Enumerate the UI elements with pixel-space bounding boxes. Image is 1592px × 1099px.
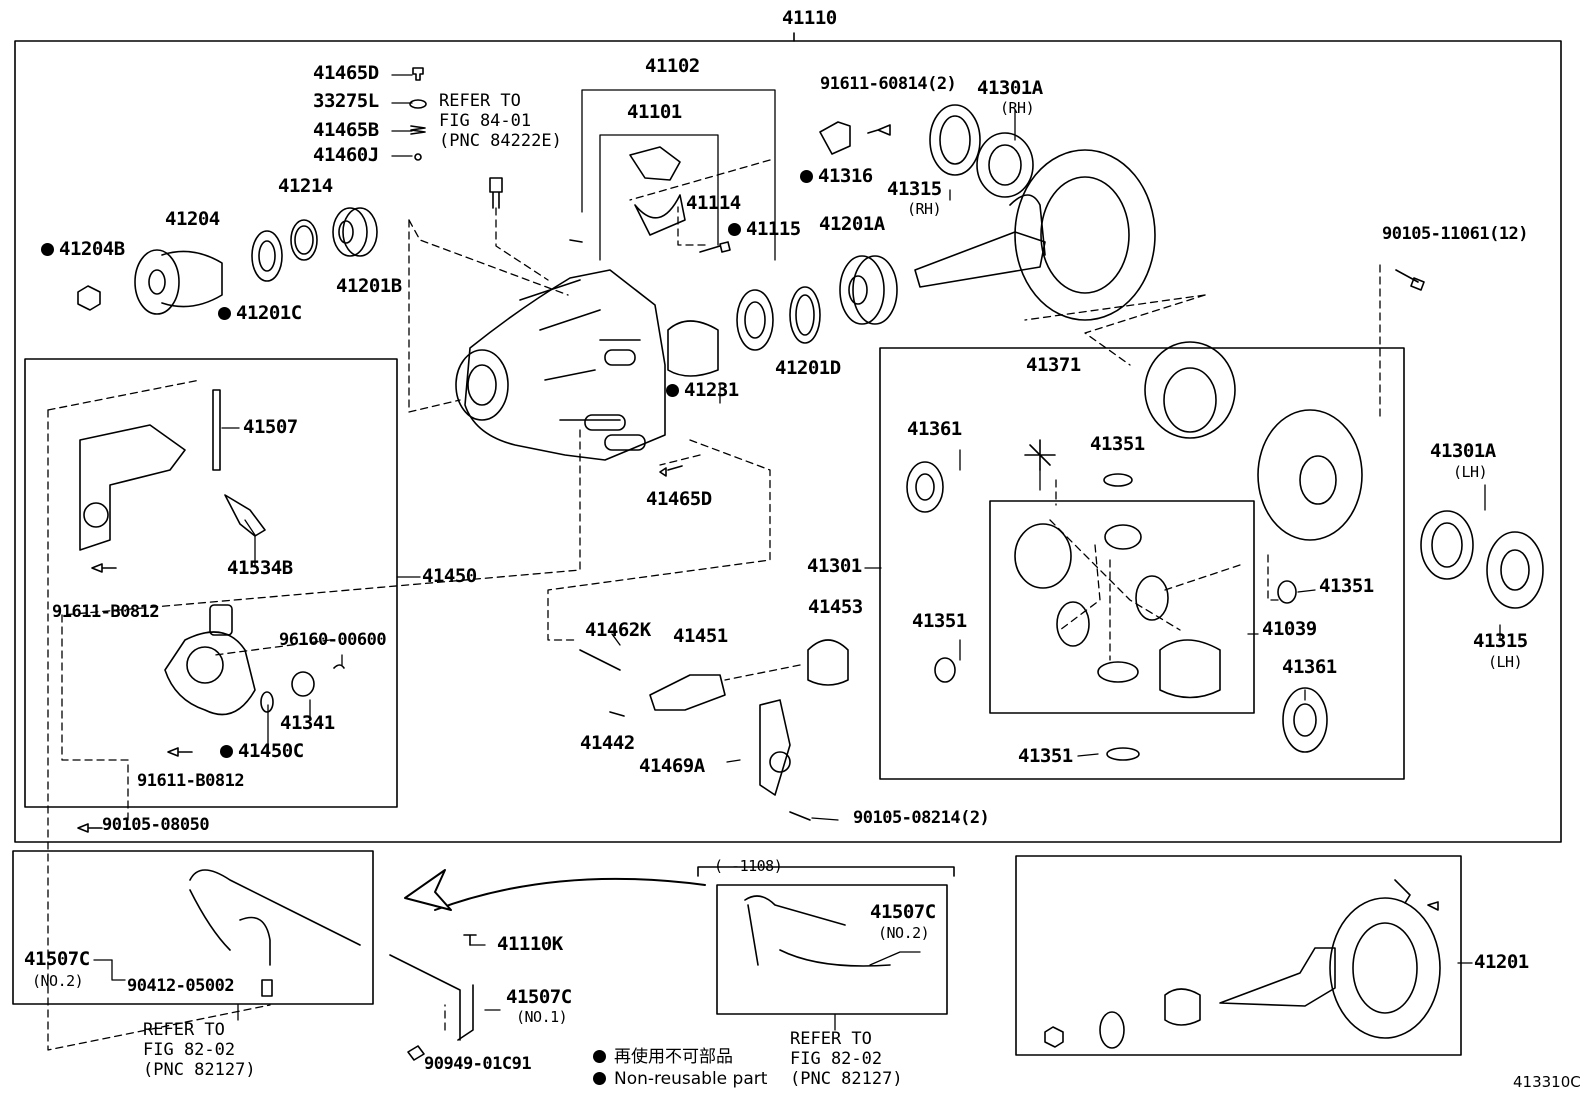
legend-jp-text: 再使用不可部品	[614, 1047, 733, 1067]
label-41214: 41214	[278, 175, 333, 197]
label-41102: 41102	[645, 55, 700, 77]
label-90105-08214: 90105-08214(2)	[853, 808, 990, 828]
label-41507C-b: 41507C	[506, 986, 572, 1008]
refer-fig-82-02-right: REFER TO FIG 82-02 (PNC 82127)	[790, 1029, 903, 1090]
legend-jp: 再使用不可部品	[593, 1042, 733, 1067]
label-41351-c: 41351	[1319, 575, 1374, 597]
label-no1: (NO.1)	[516, 1008, 568, 1026]
non-reusable-bullet-icon	[593, 1050, 606, 1063]
non-reusable-bullet-icon	[593, 1072, 606, 1085]
legend-en: Non-reusable part	[593, 1069, 767, 1089]
label-41114: 41114	[686, 192, 741, 214]
label-41315-lh: 41315	[1473, 630, 1528, 652]
label-41534B: 41534B	[227, 557, 293, 579]
solid-leaders	[93, 74, 1501, 1031]
label-41315-rh: 41315	[887, 178, 942, 200]
label-41451: 41451	[673, 625, 728, 647]
label-41301: 41301	[807, 555, 862, 577]
part-drawings	[77, 67, 1544, 1061]
label-41231: 41231	[666, 381, 739, 400]
label-91611-B0812-b: 91611-B0812	[137, 771, 245, 791]
assembly-number: 41110	[782, 7, 837, 29]
dashed-leaders	[47, 159, 1381, 1051]
breather-hose-old-frame	[716, 884, 948, 1015]
label-41361-a: 41361	[907, 418, 962, 440]
label-41341: 41341	[280, 712, 335, 734]
label-91611-60814: 91611-60814(2)	[820, 74, 957, 94]
label-41316: 41316	[800, 167, 873, 186]
label-rh-1: (RH)	[1000, 99, 1035, 117]
label-41204B: 41204B	[41, 240, 125, 259]
breather-hose-frame	[12, 850, 374, 1005]
label-range: ( -1108)	[714, 857, 783, 875]
label-41462K: 41462K	[585, 619, 651, 641]
label-41201B: 41201B	[336, 275, 402, 297]
label-41442: 41442	[580, 732, 635, 754]
label-41201A: 41201A	[819, 213, 885, 235]
label-41465B: 41465B	[313, 119, 379, 141]
main-assembly-frame	[14, 40, 1562, 843]
label-41301A-lh: 41301A	[1430, 440, 1496, 462]
refer-fig-82-02-left: REFER TO FIG 82-02 (PNC 82127)	[143, 1020, 256, 1081]
ring-pinion-set-frame	[1015, 855, 1462, 1056]
label-90949-01C91: 90949-01C91	[424, 1054, 532, 1074]
label-41201: 41201	[1474, 951, 1529, 973]
label-41201C: 41201C	[218, 304, 302, 323]
diagram-code: 413310C	[1513, 1073, 1581, 1091]
legend-en-text: Non-reusable part	[614, 1069, 768, 1089]
label-41361-b: 41361	[1282, 656, 1337, 678]
label-41110K: 41110K	[497, 933, 563, 955]
label-33275L: 33275L	[313, 90, 379, 112]
label-41465D: 41465D	[313, 62, 379, 84]
label-41450C: 41450C	[220, 742, 304, 761]
label-lh-2: (LH)	[1488, 653, 1523, 671]
label-90412-05002: 90412-05002	[127, 976, 235, 996]
label-41469A: 41469A	[639, 755, 705, 777]
label-41301A-rh: 41301A	[977, 77, 1043, 99]
label-41039: 41039	[1262, 618, 1317, 640]
label-96160-00600: 96160-00600	[279, 630, 387, 650]
label-41201D: 41201D	[775, 357, 841, 379]
pinion-gear-frame	[989, 500, 1255, 714]
label-41450: 41450	[422, 565, 477, 587]
differential-case-frame	[879, 347, 1405, 780]
label-91611-B0812-a: 91611-B0812	[52, 602, 160, 622]
label-41507: 41507	[243, 416, 298, 438]
label-41351-d: 41351	[1018, 745, 1073, 767]
label-41101: 41101	[627, 101, 682, 123]
label-41460J: 41460J	[313, 144, 379, 166]
label-lh-1: (LH)	[1453, 463, 1488, 481]
sensor-group-frame	[24, 358, 398, 808]
label-41507C-a: 41507C	[24, 948, 90, 970]
label-41204: 41204	[165, 208, 220, 230]
label-rh-2: (RH)	[907, 200, 942, 218]
range-bracket	[697, 866, 955, 877]
label-90105-11061: 90105-11061(12)	[1382, 224, 1529, 244]
label-41351-a: 41351	[1090, 433, 1145, 455]
label-no2-c: (NO.2)	[878, 924, 930, 942]
label-41453: 41453	[808, 596, 863, 618]
label-41465D-b: 41465D	[646, 488, 712, 510]
refer-fig-84-01: REFER TO FIG 84-01 (PNC 84222E)	[439, 91, 562, 152]
label-90105-08050: 90105-08050	[102, 815, 210, 835]
label-41507C-c: 41507C	[870, 901, 936, 923]
label-41115: 41115	[728, 220, 801, 239]
label-no2-a: (NO.2)	[32, 972, 84, 990]
label-41371: 41371	[1026, 354, 1081, 376]
label-41351-b: 41351	[912, 610, 967, 632]
